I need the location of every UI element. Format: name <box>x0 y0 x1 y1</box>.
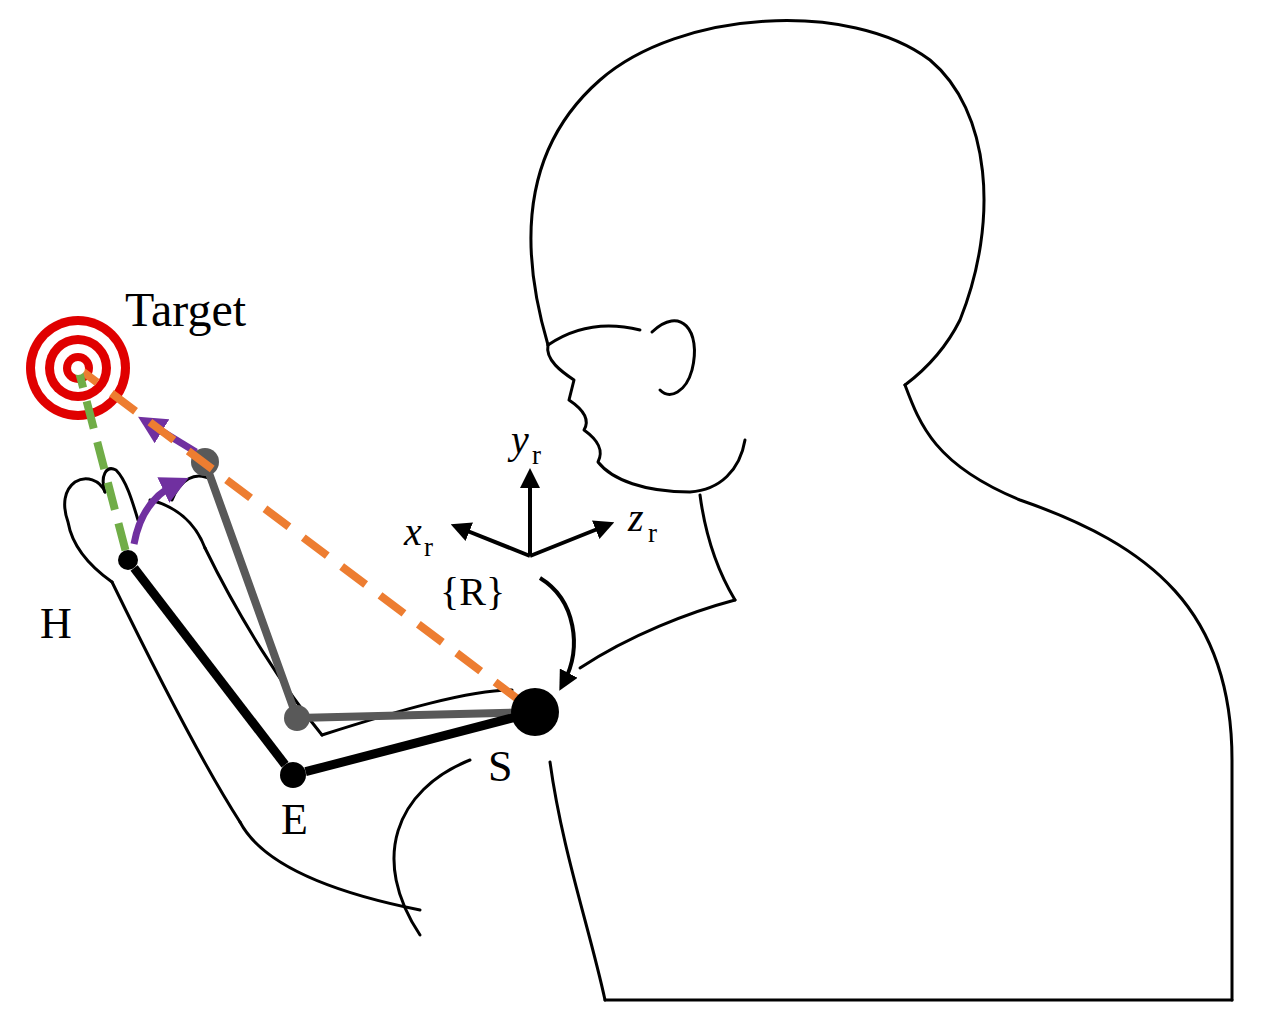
torso-front <box>550 762 605 1000</box>
axis-name: x <box>404 512 422 552</box>
collar-line <box>580 600 735 668</box>
joint-label: S <box>488 745 512 789</box>
axis-name: z <box>628 498 644 538</box>
axis-subscript: r <box>532 442 541 469</box>
motion-arrows <box>134 424 196 544</box>
hand-joint: H <box>118 550 138 570</box>
axis-subscript: r <box>424 534 433 561</box>
hair-line <box>548 326 640 345</box>
target-center: Target <box>71 361 85 375</box>
head-outline <box>531 21 984 385</box>
gray-arm-links <box>205 462 535 718</box>
thumb-raised <box>172 476 212 500</box>
elbow-joint: E <box>280 762 306 788</box>
z-axis <box>530 526 605 556</box>
target-rings <box>26 316 130 420</box>
upper-arm-bottom <box>240 822 420 910</box>
frame-label: {R} <box>440 572 505 612</box>
axis-name: y <box>511 420 529 460</box>
y-axis <box>528 478 532 556</box>
axis-subscript: r <box>648 520 657 547</box>
hand-target-line <box>79 372 125 550</box>
hand-palm <box>65 479 112 582</box>
face-profile <box>548 345 745 492</box>
neck-front <box>700 495 735 600</box>
frame-transform-arrow <box>540 578 574 682</box>
joint-label: Target <box>125 286 246 334</box>
neck-back <box>905 385 1232 1000</box>
forearm-link <box>134 568 285 765</box>
target-ring <box>45 335 111 401</box>
target-ring <box>35 325 121 411</box>
shoulder-target-line <box>81 370 519 700</box>
upper-arm-link <box>306 717 516 772</box>
fingers <box>150 500 205 548</box>
x-axis <box>460 528 530 556</box>
joint-label: H <box>40 602 72 646</box>
ear <box>652 321 694 395</box>
shoulder-joint: S <box>511 688 559 736</box>
hand-motion-arrow <box>134 484 176 544</box>
gray-elbow-dot <box>284 705 310 731</box>
person-outline <box>65 21 1232 1000</box>
target-ring <box>26 316 130 420</box>
deltoid-line <box>394 760 470 935</box>
forearm-front <box>205 548 322 735</box>
body-bottom <box>605 999 1232 1002</box>
joint-label: E <box>281 798 308 842</box>
